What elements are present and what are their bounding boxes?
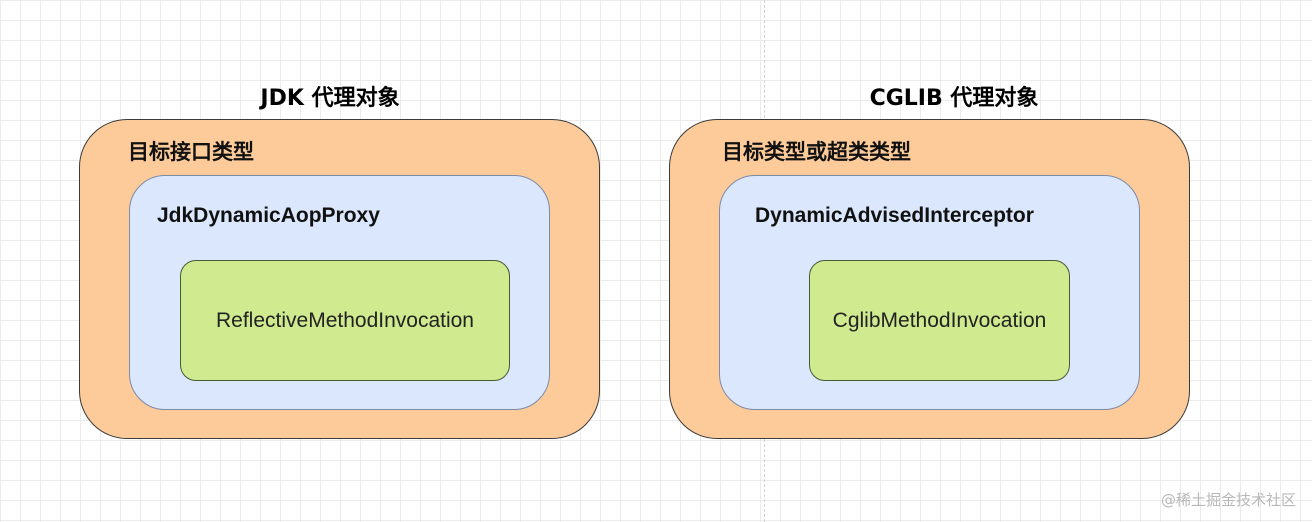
jdk-dynamic-aop-proxy-label: JdkDynamicAopProxy (157, 204, 380, 227)
jdk-dynamic-aop-proxy-box[interactable]: JdkDynamicAopProxy ReflectiveMethodInvoc… (129, 175, 550, 410)
cglib-proxy-title: CGLIB 代理对象 (869, 86, 1039, 111)
jdk-proxy-title: JDK 代理对象 (260, 86, 400, 111)
watermark: @稀土掘金技术社区 (1160, 491, 1296, 509)
target-interface-box[interactable]: 目标接口类型 JdkDynamicAopProxy ReflectiveMeth… (79, 119, 600, 439)
reflective-method-invocation-label: ReflectiveMethodInvocation (216, 308, 474, 332)
cglib-method-invocation-label: CglibMethodInvocation (832, 308, 1047, 332)
target-interface-label: 目标接口类型 (128, 140, 254, 164)
dynamic-advised-interceptor-label: DynamicAdvisedInterceptor (755, 204, 1034, 227)
reflective-method-invocation-box[interactable]: ReflectiveMethodInvocation (180, 260, 510, 381)
target-or-superclass-label: 目标类型或超类类型 (722, 140, 911, 164)
target-or-superclass-box[interactable]: 目标类型或超类类型 DynamicAdvisedInterceptor Cgli… (669, 119, 1190, 439)
dynamic-advised-interceptor-box[interactable]: DynamicAdvisedInterceptor CglibMethodInv… (719, 175, 1140, 410)
cglib-method-invocation-box[interactable]: CglibMethodInvocation (809, 260, 1070, 381)
